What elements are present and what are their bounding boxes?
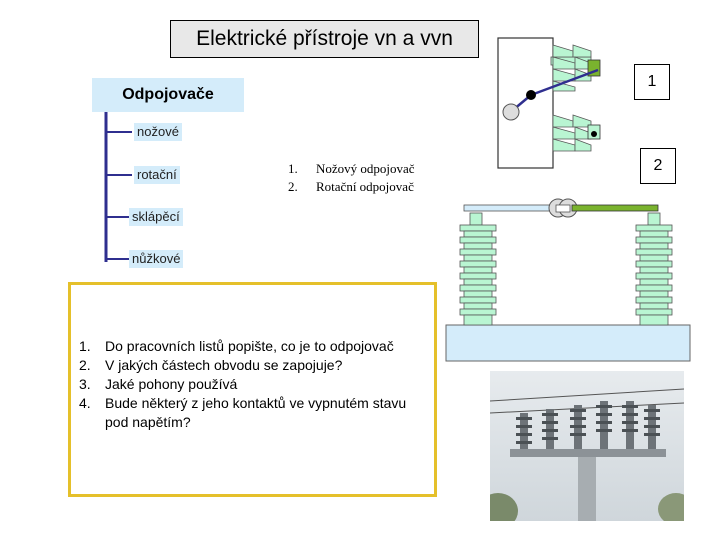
list-text: Nožový odpojovač: [316, 161, 415, 176]
question-number: 4.: [79, 395, 91, 411]
question-list: 1. Do pracovních listů popište, co je to …: [79, 337, 429, 432]
marker-1: 1: [634, 64, 670, 100]
question-number: 3.: [79, 376, 91, 392]
question-text: Jaké pohony používá: [105, 376, 238, 392]
tree-item-sklapeci: sklápěcí: [129, 208, 183, 226]
question-text: Do pracovních listů popište, co je to od…: [105, 338, 394, 354]
section-heading: Odpojovače: [92, 78, 244, 112]
tree-item-nuzkove: nůžkové: [129, 250, 184, 268]
question-text: V jakých částech obvodu se zapojuje?: [105, 357, 343, 373]
knife-disconnector-diagram: [497, 37, 601, 169]
disconnector-photo: [490, 371, 684, 521]
question-text: Bude některý z jeho kontaktů ve vypnutém…: [105, 395, 407, 430]
question-item: 2. V jakých částech obvodu se zapojuje?: [79, 356, 429, 375]
slide-title: Elektrické přístroje vn a vvn: [170, 20, 479, 58]
list-number: 2.: [288, 179, 298, 194]
rotary-disconnector-diagram: [445, 198, 691, 362]
tree-item-nozove: nožové: [134, 123, 182, 141]
list-item: 2. Rotační odpojovač: [288, 178, 415, 196]
list-item: 1. Nožový odpojovač: [288, 160, 415, 178]
question-number: 1.: [79, 338, 91, 354]
question-item: 4. Bude některý z jeho kontaktů ve vypnut…: [79, 394, 429, 432]
marker-2: 2: [640, 148, 676, 184]
list-number: 1.: [288, 161, 298, 176]
list-text: Rotační odpojovač: [316, 179, 414, 194]
question-item: 1. Do pracovních listů popište, co je to …: [79, 337, 429, 356]
question-item: 3. Jaké pohony používá: [79, 375, 429, 394]
question-box: 1. Do pracovních listů popište, co je to …: [68, 282, 437, 497]
tree-item-rotacni: rotační: [134, 166, 180, 184]
disconnector-types-list: 1. Nožový odpojovač 2. Rotační odpojovač: [288, 160, 415, 196]
question-number: 2.: [79, 357, 91, 373]
